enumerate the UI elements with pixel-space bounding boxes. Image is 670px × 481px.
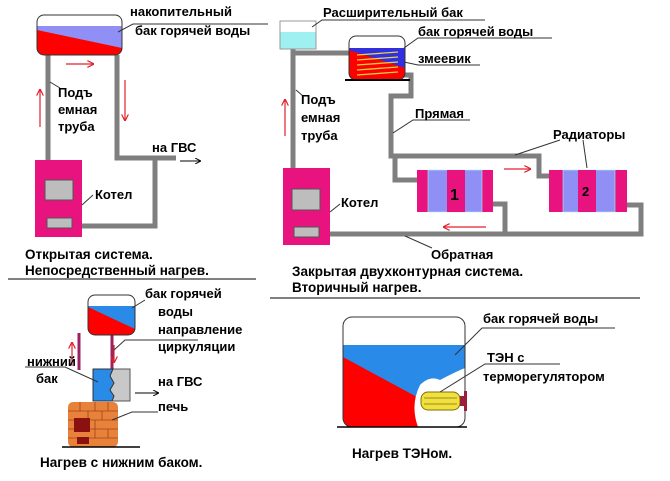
caption-line-2: Вторичный нагрев. xyxy=(292,280,421,295)
boiler-leader xyxy=(329,203,341,213)
storage-tank xyxy=(37,15,122,55)
boiler-label: Котел xyxy=(341,195,378,210)
supply-leader xyxy=(392,119,470,134)
boiler-ash-door xyxy=(293,226,320,238)
tank-label-1: накопительный xyxy=(130,4,232,19)
tank-label: бак горячей воды xyxy=(418,24,533,39)
ten-label-2: терморегулятором xyxy=(483,369,605,384)
radiator-2-number: 2 xyxy=(582,184,589,199)
down-pipe xyxy=(82,55,176,229)
caption-line-1: Закрытая двухконтурная система. xyxy=(292,264,523,279)
expansion-water xyxy=(280,32,316,49)
boiler-ash-door xyxy=(46,217,73,229)
boiler-door xyxy=(44,179,74,201)
upper-tank xyxy=(88,295,135,335)
ten-label-1: ТЭН с xyxy=(487,350,524,365)
riser-label-3: труба xyxy=(58,119,95,134)
stove-leader xyxy=(111,411,158,421)
caption: Нагрев с нижним баком. xyxy=(40,455,202,470)
expansion-leader xyxy=(311,19,485,28)
dhw-label: на ГВС xyxy=(158,374,203,389)
tank-label-2: бак горячей воды xyxy=(135,23,250,38)
heater-panel: бак горячей воды ТЭН с терморегулятором … xyxy=(337,311,615,461)
tank-label: бак горячей воды xyxy=(483,311,598,326)
heating-element xyxy=(420,391,461,411)
radiator-2: 2 xyxy=(549,169,627,213)
return-label: Обратная xyxy=(431,247,493,262)
supply-pipe xyxy=(388,72,551,183)
riser-label-3: труба xyxy=(301,128,338,143)
supply-label: Прямая xyxy=(415,106,464,121)
boiler-leader xyxy=(81,194,94,206)
dhw-label: на ГВС xyxy=(152,140,197,155)
lower-tank-water xyxy=(92,368,115,402)
lower-tank-label-2: бак xyxy=(36,371,58,386)
upper-tank-outline xyxy=(87,294,136,336)
coil-label: змеевик xyxy=(418,51,471,66)
thermostat-flange xyxy=(460,396,464,406)
lower-tank-leader xyxy=(25,366,99,383)
thermostat-cap xyxy=(464,391,467,411)
tank-leader xyxy=(131,299,146,309)
tank-label-2: воды xyxy=(158,304,193,319)
tank-leader xyxy=(454,327,615,356)
radiator-1-number: 1 xyxy=(450,187,459,204)
riser-label-1: Подъ xyxy=(58,85,93,100)
tank-leader xyxy=(403,37,552,49)
caption-line-2: Непосредственный нагрев. xyxy=(25,263,209,278)
return-pipe xyxy=(330,201,644,237)
return-leader xyxy=(404,235,433,249)
riser-label-1: Подъ xyxy=(301,92,336,107)
radiator-1: 1 xyxy=(417,169,493,213)
caption-line-1: Открытая система. xyxy=(25,247,153,262)
riser-label-2: емная xyxy=(301,110,340,125)
storage-tank-outline xyxy=(36,14,123,56)
lower-tank-label-1: нижний xyxy=(27,354,76,369)
stove-ash-door xyxy=(77,437,89,444)
lower-tank-panel: бак горячей воды направление циркуляции … xyxy=(25,286,242,470)
tank-leader xyxy=(117,23,268,33)
stove-label: печь xyxy=(158,399,188,414)
heater-tank xyxy=(343,317,465,427)
riser-label-2: емная xyxy=(58,102,97,117)
caption: Нагрев ТЭНом. xyxy=(352,446,452,461)
riser-leader xyxy=(49,81,61,89)
tank-label-1: бак горячей xyxy=(145,286,222,301)
stove xyxy=(68,402,118,447)
hot-water-tank xyxy=(349,36,405,80)
riser-pipe xyxy=(290,48,352,170)
direction-leader xyxy=(113,339,198,351)
ten-leader xyxy=(439,363,560,393)
direction-label-1: направление xyxy=(158,322,242,337)
riser-leader xyxy=(295,89,304,97)
radiators-label: Радиаторы xyxy=(553,127,625,142)
direction-label-2: циркуляции xyxy=(158,339,235,354)
coil-leader xyxy=(403,61,480,66)
boiler-label: Котел xyxy=(95,187,132,202)
expansion-label: Расширительный бак xyxy=(323,5,463,20)
closed-system-panel: 1 2 Расширительный бак бак горячей воды … xyxy=(270,5,644,299)
radiators-leader xyxy=(514,139,588,169)
coil xyxy=(356,51,399,76)
stove-door xyxy=(74,418,90,432)
open-system-panel: накопительный бак горячей воды Подъ емна… xyxy=(8,4,268,280)
boiler-door xyxy=(291,188,321,211)
